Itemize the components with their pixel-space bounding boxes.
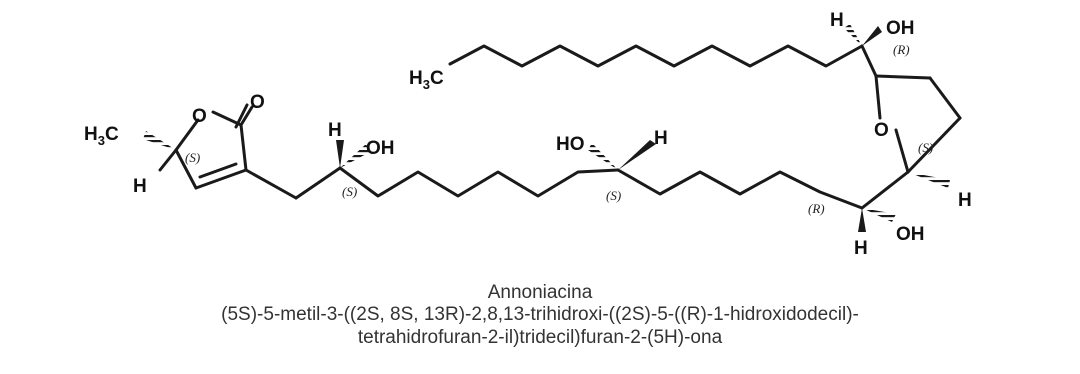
atom-ho-c8: HO [556,134,585,155]
atom-h3c-top: H3C [409,68,444,92]
compound-name: Annoniacina [487,282,593,303]
bond-c3-c4 [194,168,248,190]
bond-c3-c4-double [198,162,238,179]
bond-lower-thf [860,170,910,210]
hash-c8-oh [588,143,618,170]
atom-h-c8: H [654,128,668,149]
wedge-top-oh [862,26,882,46]
chain-segment-3 [616,168,864,210]
undecyl-chain [448,44,864,68]
bond-thf-c4-c5 [906,116,962,174]
hash-c2-oh [340,144,370,168]
bond-thf-o-c2 [874,74,882,120]
stereo-thf: (S) [918,140,933,155]
bond-thf-top [860,44,878,78]
atom-h3c-left: H3C [84,124,119,148]
bond-thf-c3-c4 [928,76,962,120]
atom-lactone-o: O [192,106,207,127]
bond-thf-c2-c3 [874,74,932,80]
bond-chain-a [244,168,298,200]
stereo-top: (R) [893,42,910,57]
atom-h-c2: H [328,120,342,141]
wedge-c2-h [336,140,344,168]
bond-o-c2 [211,110,243,127]
butenolide-ring [143,103,254,190]
bond-c4-c5 [174,148,198,190]
bond-c2-carbonyl [239,105,254,127]
stereo-c5: (S) [185,150,200,165]
hash-bond-methyl [143,131,176,150]
hash-lower-oh [862,208,896,222]
bond-thf-c5-o [894,128,910,174]
iupac-name-line-1: (5S)-5-metil-3-((2S, 8S, 13R)-2,8,13-tri… [221,304,859,325]
atom-oh-top: OH [886,18,915,39]
atom-carbonyl-o: O [250,92,265,113]
wedge-lower-h [858,208,866,232]
bond-c2-carbonyl-double [234,103,249,129]
iupac-name-line-2: tetrahidrofuran-2-il)tridecil)furan-2-(5… [357,327,723,348]
thf-ring [874,74,962,188]
bond-chain-b [294,166,342,200]
bond-c5-h [158,148,178,172]
wedge-c8-h [618,140,656,170]
atom-h-lower: H [854,238,868,259]
atom-h-thf: H [958,190,972,211]
annoniacin-structure-diagram: H3C O O H H OH HO H H OH H3C O H H OH (S… [84,10,972,259]
stereo-lower: (R) [808,201,825,216]
hash-thf-h [908,172,950,188]
hash-top-h [844,24,862,46]
stereo-c2: (S) [342,184,357,199]
atom-oh-c2: OH [366,138,395,159]
bond-c5-o [174,118,200,152]
atom-h-top: H [830,10,844,31]
bond-c2-c3 [239,123,248,172]
chain-segment-2 [338,166,620,198]
atom-h-c5: H [133,176,147,197]
atom-thf-o: O [874,120,889,141]
stereo-c8: (S) [606,188,621,203]
chain-segment-1 [244,140,370,200]
atom-oh-lower: OH [896,224,925,245]
